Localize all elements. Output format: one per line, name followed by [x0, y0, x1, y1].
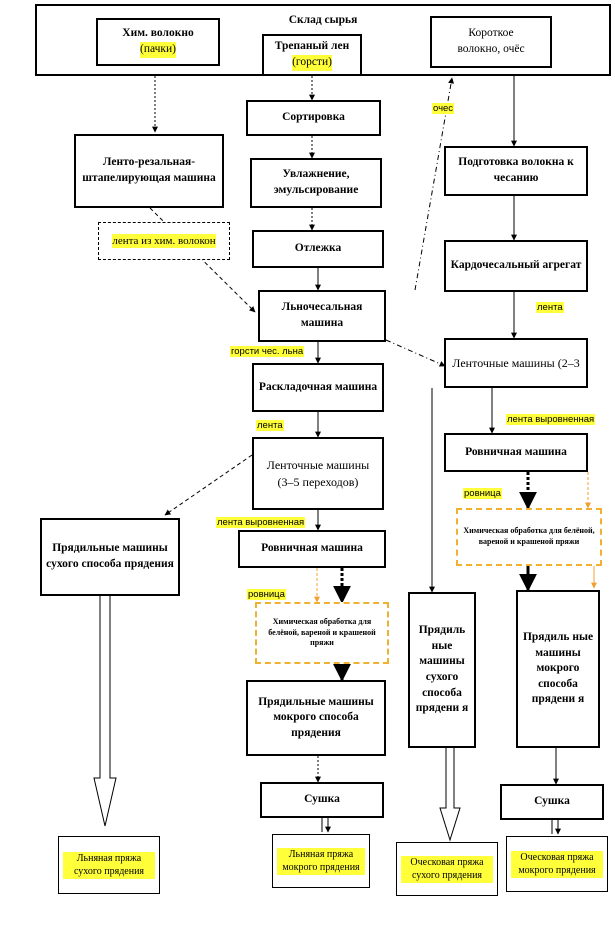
output-flax-wet: Льняная пряжа мокрого прядения: [272, 834, 370, 888]
output-tow-wet-label: Оческовая пряжа мокрого прядения: [511, 850, 603, 878]
carding-node: Кардочесальный агрегат: [444, 240, 588, 292]
flax-unit: (горсти): [292, 55, 332, 71]
drying-right-node: Сушка: [500, 784, 604, 820]
short-fiber-label1: Короткое: [468, 27, 514, 40]
label-tape-right: лента: [536, 302, 564, 314]
label-tape-leveled-right: лента выровненная: [506, 414, 596, 426]
flax-box: Трепаный лен (горсти): [262, 34, 362, 76]
spreader-node: Раскладочная машина: [252, 363, 384, 412]
prep-combing-node: Подготовка волокна к чесанию: [444, 146, 588, 196]
output-flax-dry: Льняная пряжа сухого прядения: [58, 836, 160, 894]
label-tape-left: лента: [256, 420, 284, 432]
short-fiber-label2: волокно, очёс: [457, 43, 525, 55]
output-flax-dry-label: Льняная пряжа сухого прядения: [63, 851, 155, 879]
label-roving-left: ровница: [247, 589, 286, 601]
label-roving-right: ровница: [463, 488, 502, 500]
lying-node: Отлежка: [252, 230, 384, 268]
chem-fiber-box: Хим. волокно (пачки): [96, 18, 220, 66]
roving-left-node: Ровничная машина: [238, 530, 386, 568]
chem-left-node: Химическая обработка для белёной, варено…: [255, 602, 389, 664]
store-title: Склад сырья: [288, 14, 358, 26]
label-flax-slivers: горсти чес. льна: [230, 346, 305, 358]
label-ochos: очес: [432, 103, 455, 115]
roving-right-node: Ровничная машина: [444, 433, 588, 472]
dry-spinning-left-node: Прядильные машины сухого способа прядени…: [40, 518, 180, 596]
edge-dryright-output: [439, 748, 461, 842]
chem-fiber-unit: (пачки): [140, 42, 176, 58]
dry-spinning-right-node: Прядиль ные машины сухого способа пряден…: [408, 592, 476, 748]
drawing-left-node: Ленточные машины (3–5 переходов): [252, 437, 384, 510]
label-tape-leveled-left: лента выровненная: [216, 517, 306, 529]
edge-dryleft-output-outer: [93, 596, 117, 827]
chem-fiber-label: Хим. волокно: [122, 27, 194, 40]
output-flax-wet-label: Льняная пряжа мокрого прядения: [277, 847, 365, 875]
sorting-node: Сортировка: [246, 100, 381, 136]
output-tow-wet: Оческовая пряжа мокрого прядения: [506, 836, 608, 892]
cutting-machine-node: Ленто-резальная-штапелирующая машина: [74, 134, 224, 208]
drawing-right-node: Ленточные машины (2–3: [444, 338, 588, 388]
edge-comber-drawingright: [385, 339, 446, 367]
drying-center-node: Сушка: [260, 782, 384, 818]
chem-tape-label: лента из хим. волокон: [112, 233, 216, 249]
chem-tape-box: лента из хим. волокон: [98, 222, 230, 260]
output-tow-dry: Оческовая пряжа сухого прядения: [396, 842, 498, 896]
short-fiber-box: Короткое волокно, очёс: [430, 16, 552, 68]
chem-right-node: Химическая обработка для белёной, варено…: [456, 508, 602, 566]
wet-spinning-center-node: Прядильные машины мокрого способа пряден…: [246, 680, 386, 756]
flax-label: Трепаный лен: [274, 40, 350, 53]
edge-drying-output: [321, 818, 328, 832]
flax-comber-node: Льночесальная машина: [258, 290, 386, 342]
output-tow-dry-label: Оческовая пряжа сухого прядения: [401, 855, 493, 883]
humidification-node: Увлажнение, эмульсирование: [250, 158, 382, 208]
edge-dryingright-output: [551, 820, 558, 834]
edge-drawing-dryleft: [164, 454, 253, 516]
wet-spinning-right-node: Прядиль ные машины мокрого способа пряде…: [516, 590, 600, 748]
